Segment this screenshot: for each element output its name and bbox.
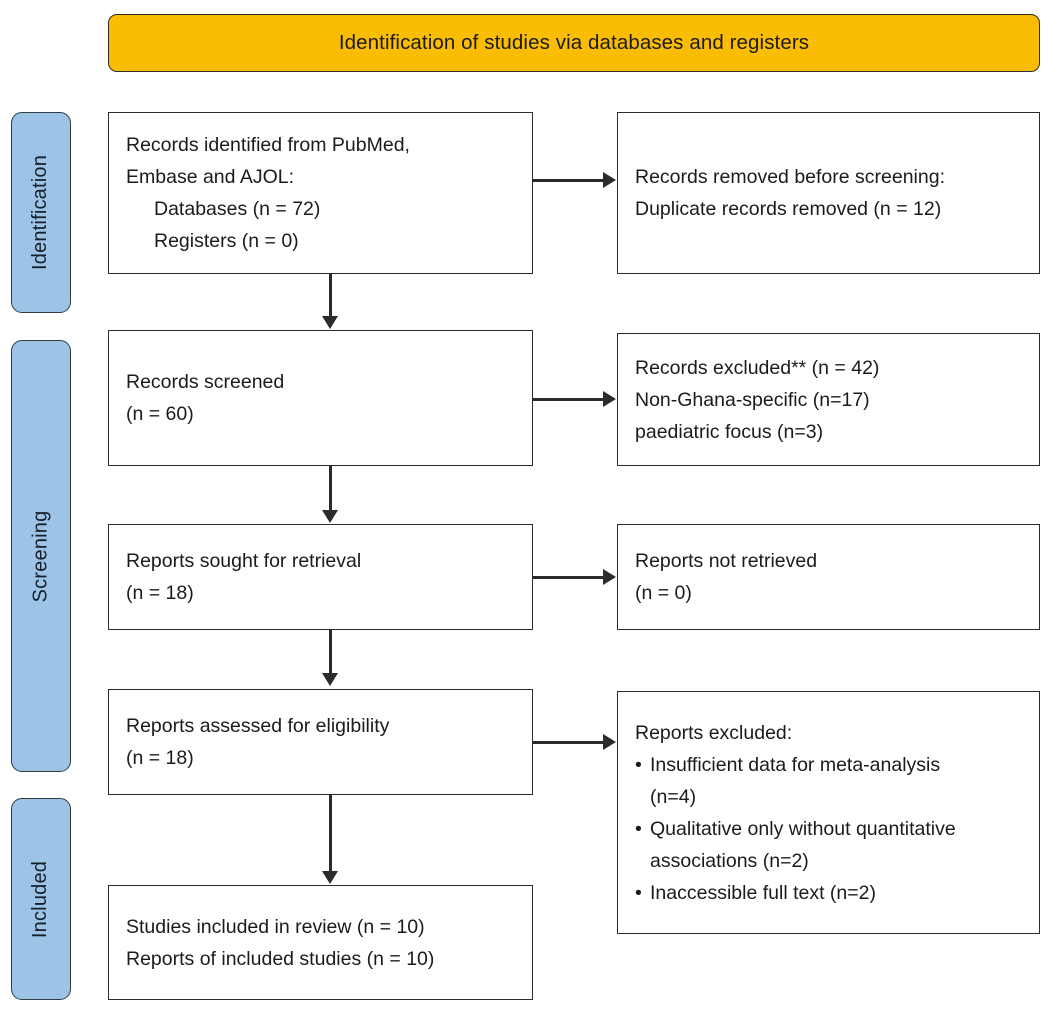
box-reports-excluded-item-text: Inaccessible full text (n=2) xyxy=(650,881,876,904)
box-records-excluded-line-3: paediatric focus (n=3) xyxy=(635,420,824,443)
box-records-screened-line-1: Records screened xyxy=(126,371,285,393)
stage-label-included: Included xyxy=(11,798,71,1000)
box-records-identified-registers: Registers (n = 0) xyxy=(154,230,299,252)
bullet-icon: • xyxy=(635,753,642,776)
box-reports-excluded-heading: Reports excluded: xyxy=(635,721,793,744)
box-records-identified-line-1: Records identified from PubMed, xyxy=(126,134,410,156)
box-records-screened: Records screened (n = 60) xyxy=(108,330,533,466)
box-studies-included-line-1: Studies included in review (n = 10) xyxy=(126,915,425,938)
arrow-down-icon xyxy=(322,510,338,523)
box-reports-excluded-item-cont: associations (n=2) xyxy=(635,845,1022,877)
box-records-identified-databases: Databases (n = 72) xyxy=(154,198,321,220)
box-studies-included-line-2: Reports of included studies (n = 10) xyxy=(126,947,435,970)
arrow-down-icon xyxy=(322,673,338,686)
box-records-identified: Records identified from PubMed, Embase a… xyxy=(108,112,533,274)
box-reports-excluded-item: • Qualitative only without quantitative xyxy=(635,813,1022,845)
box-reports-assessed-count: (n = 18) xyxy=(126,747,194,769)
arrow-right-icon xyxy=(603,391,616,407)
box-records-screened-count: (n = 60) xyxy=(126,403,194,425)
connector-identified-to-removed xyxy=(533,179,604,182)
box-reports-excluded-item-cont-text: associations (n=2) xyxy=(650,849,809,872)
box-reports-sought-count: (n = 18) xyxy=(126,582,194,604)
header-banner-title: Identification of studies via databases … xyxy=(338,31,810,54)
box-reports-sought: Reports sought for retrieval (n = 18) xyxy=(108,524,533,630)
box-reports-excluded-item: • Inaccessible full text (n=2) xyxy=(635,877,1022,909)
connector-sought-to-not-retrieved xyxy=(533,576,604,579)
arrow-down-icon xyxy=(322,316,338,329)
bullet-icon: • xyxy=(635,817,642,840)
arrow-right-icon xyxy=(603,172,616,188)
connector-sought-to-assessed xyxy=(329,630,332,674)
stage-label-identification-text: Identification xyxy=(29,154,52,271)
box-studies-included: Studies included in review (n = 10) Repo… xyxy=(108,885,533,1000)
box-reports-excluded-item-text: Qualitative only without quantitative xyxy=(650,817,956,840)
connector-assessed-to-excluded-reports xyxy=(533,741,604,744)
box-reports-excluded-item-text: Insufficient data for meta-analysis xyxy=(650,753,941,776)
connector-assessed-to-included xyxy=(329,795,332,872)
box-reports-assessed: Reports assessed for eligibility (n = 18… xyxy=(108,689,533,795)
arrow-right-icon xyxy=(603,734,616,750)
box-reports-excluded-item: • Insufficient data for meta-analysis xyxy=(635,749,1022,781)
box-reports-not-retrieved: Reports not retrieved (n = 0) xyxy=(617,524,1040,630)
box-records-removed-line-2: Duplicate records removed (n = 12) xyxy=(635,198,942,220)
box-reports-excluded: Reports excluded: • Insufficient data fo… xyxy=(617,691,1040,934)
box-records-identified-line-2: Embase and AJOL: xyxy=(126,166,295,188)
box-records-excluded-line-2: Non-Ghana-specific (n=17) xyxy=(635,388,870,411)
connector-screened-to-sought xyxy=(329,466,332,512)
stage-label-identification: Identification xyxy=(11,112,71,313)
box-reports-not-retrieved-line-1: Reports not retrieved xyxy=(635,550,818,572)
box-records-excluded-line-1: Records excluded** (n = 42) xyxy=(635,356,880,379)
stage-label-screening-text: Screening xyxy=(29,510,52,602)
box-records-removed: Records removed before screening: Duplic… xyxy=(617,112,1040,274)
stage-label-included-text: Included xyxy=(29,860,52,938)
box-reports-sought-line-1: Reports sought for retrieval xyxy=(126,550,362,572)
box-reports-assessed-line-1: Reports assessed for eligibility xyxy=(126,715,390,737)
arrow-down-icon xyxy=(322,871,338,884)
box-records-excluded: Records excluded** (n = 42) Non-Ghana-sp… xyxy=(617,333,1040,466)
box-reports-excluded-item-cont-text: (n=4) xyxy=(650,785,697,808)
connector-identified-to-screened xyxy=(329,274,332,318)
box-reports-not-retrieved-count: (n = 0) xyxy=(635,582,692,604)
header-banner: Identification of studies via databases … xyxy=(108,14,1040,72)
arrow-right-icon xyxy=(603,569,616,585)
box-records-removed-line-1: Records removed before screening: xyxy=(635,166,945,188)
stage-label-screening: Screening xyxy=(11,340,71,772)
bullet-icon: • xyxy=(635,881,642,904)
box-reports-excluded-item-cont: (n=4) xyxy=(635,781,1022,813)
connector-screened-to-excluded xyxy=(533,398,604,401)
